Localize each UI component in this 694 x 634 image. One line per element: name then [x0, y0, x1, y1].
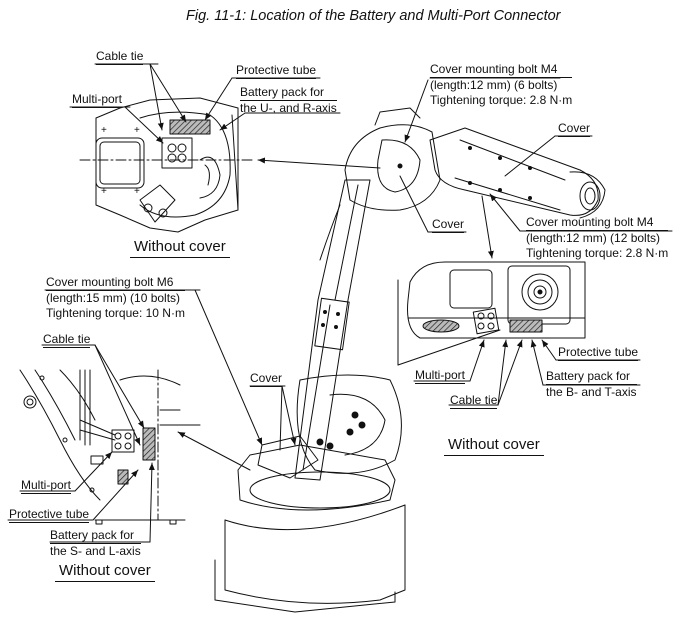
- label-cover-u-axis: Cover: [432, 217, 465, 233]
- bolt-m4-6-line1: Cover mounting bolt M4: [430, 62, 573, 78]
- caption-without-cover-ur: Without cover: [130, 238, 230, 258]
- label-cable-tie-bt: Cable tie: [450, 393, 498, 409]
- battery-ur-line1: Battery pack for: [240, 85, 337, 101]
- label-protective-tube-sl: Protective tube: [9, 507, 90, 523]
- label-cover-forearm: Cover: [558, 121, 591, 137]
- callout-bolt-m4-6: Cover mounting bolt M4 (length:12 mm) (6…: [430, 62, 573, 108]
- battery-pack-sl: [142, 427, 156, 461]
- inset-lower-left-drawing: [7, 344, 201, 543]
- bolt-m4-6-line3: Tightening torque: 2.8 N·m: [430, 93, 573, 107]
- bolt-m6-line2: (length:15 mm) (10 bolts): [46, 291, 181, 305]
- battery-sl-line2: the S- and L-axis: [50, 544, 141, 558]
- caption-without-cover-bt: Without cover: [444, 436, 544, 456]
- caption-without-cover-sl: Without cover: [55, 562, 155, 582]
- callout-bolt-m4-12: Cover mounting bolt M4 (length:12 mm) (1…: [526, 215, 669, 261]
- label-cable-tie-sl: Cable tie: [43, 332, 91, 348]
- battery-bt-line1: Battery pack for: [546, 369, 637, 385]
- label-cable-tie-ur: Cable tie: [96, 49, 144, 65]
- svg-text:+: +: [134, 186, 140, 197]
- svg-text:+: +: [101, 125, 107, 136]
- label-multi-port-sl: Multi-port: [21, 478, 72, 494]
- label-protective-tube-bt: Protective tube: [558, 345, 639, 361]
- svg-text:+: +: [134, 125, 140, 136]
- robot-body: [214, 107, 606, 613]
- battery-sl-line1: Battery pack for: [50, 528, 141, 544]
- label-multi-port-ur: Multi-port: [72, 92, 123, 108]
- svg-text:+: +: [101, 186, 107, 197]
- bolt-m4-12-line1: Cover mounting bolt M4: [526, 215, 669, 231]
- label-battery-pack-sl: Battery pack for the S- and L-axis: [50, 528, 141, 559]
- label-battery-pack-bt: Battery pack for the B- and T-axis: [546, 369, 637, 400]
- label-multi-port-bt: Multi-port: [415, 368, 466, 384]
- figure-title: Fig. 11-1: Location of the Battery and M…: [186, 8, 561, 24]
- label-battery-pack-ur: Battery pack for the U-, and R-axis: [240, 85, 337, 116]
- bolt-m4-12-line2: (length:12 mm) (12 bolts): [526, 231, 661, 245]
- battery-bt-line2: the B- and T-axis: [546, 385, 637, 399]
- bolt-m6-line3: Tightening torque: 10 N·m: [46, 306, 185, 320]
- battery-pack-ur: [169, 119, 211, 135]
- battery-pack-bt: [509, 319, 543, 333]
- inset-right-drawing: [397, 261, 641, 406]
- battery-ur-line2: the U-, and R-axis: [240, 101, 337, 115]
- label-cover-base: Cover: [250, 371, 283, 387]
- callout-bolt-m6: Cover mounting bolt M6 (length:15 mm) (1…: [46, 275, 185, 321]
- inset-upper-left-drawing: + + + +: [69, 63, 341, 233]
- bolt-m4-6-line2: (length:12 mm) (6 bolts): [430, 78, 558, 92]
- bolt-m4-12-line3: Tightening torque: 2.8 N·m: [526, 246, 669, 260]
- label-protective-tube-ur: Protective tube: [236, 63, 317, 79]
- bolt-m6-line1: Cover mounting bolt M6: [46, 275, 185, 291]
